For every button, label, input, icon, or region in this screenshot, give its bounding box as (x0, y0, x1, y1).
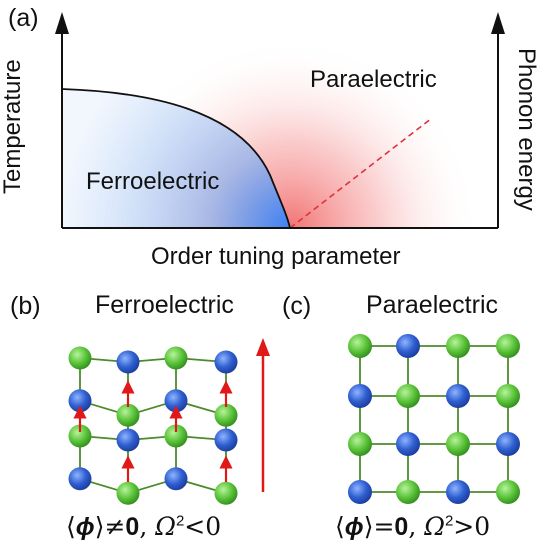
green-atom (496, 384, 520, 408)
green-atom (164, 424, 188, 448)
phase-boundary-line (61, 88, 291, 229)
blue-atom (396, 432, 420, 456)
green-atom (116, 481, 140, 505)
blue-atom (348, 480, 372, 504)
green-atom (164, 346, 188, 370)
green-atom (446, 432, 470, 456)
panel-b-title: Ferroelectric (95, 291, 234, 319)
green-atom (396, 384, 420, 408)
y-axis-left-label: Temperature (0, 59, 26, 194)
green-atom (446, 334, 470, 358)
green-atom (496, 334, 520, 358)
x-axis-label: Order tuning parameter (151, 243, 401, 270)
paraelectric-region-label: Paraelectric (310, 66, 437, 93)
blue-atom (164, 389, 188, 413)
ferroelectric-region (62, 89, 290, 228)
green-atom (348, 334, 372, 358)
green-atom (214, 481, 238, 505)
panel-b-letter: (b) (10, 292, 41, 320)
panel-c-formula: ⟨ϕ⟩=0, Ω2>0 (335, 512, 491, 541)
blue-atom (214, 350, 238, 374)
ferroelectric-region-label: Ferroelectric (86, 168, 220, 195)
paraelectric-lattice (348, 334, 520, 504)
blue-atom (446, 384, 470, 408)
blue-atom (116, 350, 140, 374)
blue-atom (396, 334, 420, 358)
green-atom (116, 403, 140, 427)
blue-atom (116, 428, 140, 452)
y-axis-right-label: Phonon energy (513, 48, 540, 211)
panel-c-letter: (c) (282, 292, 312, 320)
green-atom (214, 403, 238, 427)
green-atom (496, 480, 520, 504)
phase-diagram-shading (62, 30, 498, 228)
blue-atom (164, 467, 188, 491)
blue-atom (68, 467, 92, 491)
left-axis-arrowhead (55, 12, 69, 34)
green-atom (348, 432, 372, 456)
panel-c-title: Paraelectric (366, 291, 498, 319)
green-atom (68, 424, 92, 448)
right-axis-arrowhead (491, 12, 505, 34)
green-atom (396, 480, 420, 504)
ferroelectric-lattice (68, 346, 238, 505)
blue-atom (446, 480, 470, 504)
panel-a-letter: (a) (8, 4, 39, 32)
blue-atom (68, 389, 92, 413)
panel-b-formula: ⟨ϕ⟩≠0, Ω2<0 (66, 512, 222, 541)
blue-atom (496, 432, 520, 456)
blue-atom (214, 428, 238, 452)
green-atom (68, 346, 92, 370)
blue-atom (348, 384, 372, 408)
polarization-arrowhead (256, 338, 270, 356)
